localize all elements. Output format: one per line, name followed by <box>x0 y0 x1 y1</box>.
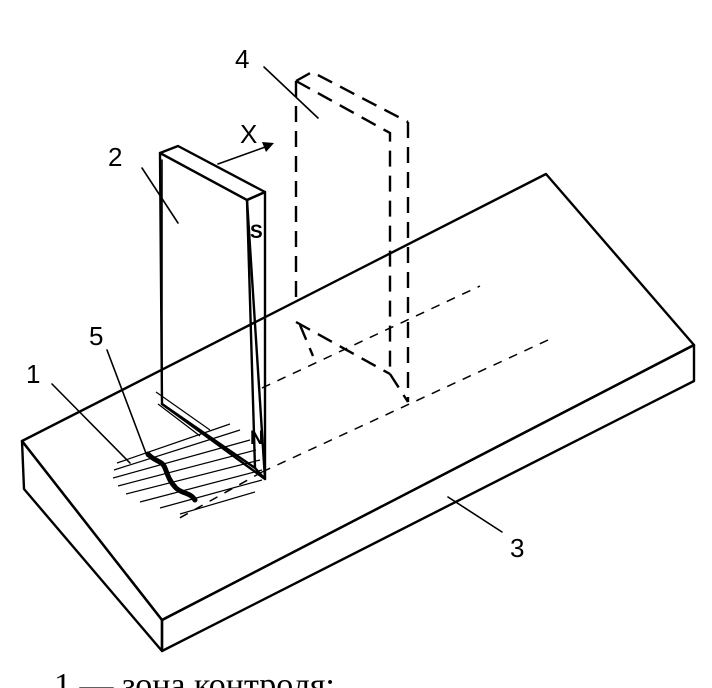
caption-line-1: 1 — зона контроля; <box>54 667 335 688</box>
magnet-new-position <box>294 70 410 403</box>
x-arrow-shaft <box>217 145 269 165</box>
defect-crack <box>145 451 198 503</box>
magnet-top-face <box>158 144 267 202</box>
leader-moved-magnet <box>263 66 319 119</box>
projection-line-lower <box>261 339 549 473</box>
x-arrow-head <box>262 142 274 152</box>
plate-front-face <box>160 343 696 653</box>
label-part: 3 <box>510 533 524 563</box>
magnet-side-face <box>245 190 267 481</box>
moved-magnet-front-edge <box>295 79 392 374</box>
leader-part <box>447 496 503 533</box>
surface-projection-lines <box>175 285 549 521</box>
label-defect: 5 <box>89 321 103 351</box>
leader-magnet <box>141 167 179 224</box>
label-x-axis: X <box>240 119 257 149</box>
plate-left-face <box>20 439 164 653</box>
x-direction-arrow <box>217 142 274 165</box>
moved-magnet-top-edge <box>295 70 409 124</box>
label-zone: 1 <box>26 359 40 389</box>
projection-line-upper <box>261 285 481 389</box>
moved-magnet-foot-tick <box>298 324 315 357</box>
label-moved-magnet: 4 <box>235 44 249 74</box>
part-plate <box>20 172 696 653</box>
moved-magnet-foot-edge <box>388 373 410 403</box>
leader-defect <box>106 349 148 457</box>
pole-south: S <box>250 222 263 243</box>
pole-north: N <box>250 428 264 449</box>
leader-zone <box>51 383 131 464</box>
leader-lines <box>51 66 503 533</box>
moved-magnet-bottom-edge <box>295 320 391 376</box>
permanent-magnet <box>158 144 267 481</box>
magnet-bottom-edge <box>160 402 257 470</box>
control-zone-hatching <box>112 391 263 515</box>
label-magnet: 2 <box>108 142 122 172</box>
